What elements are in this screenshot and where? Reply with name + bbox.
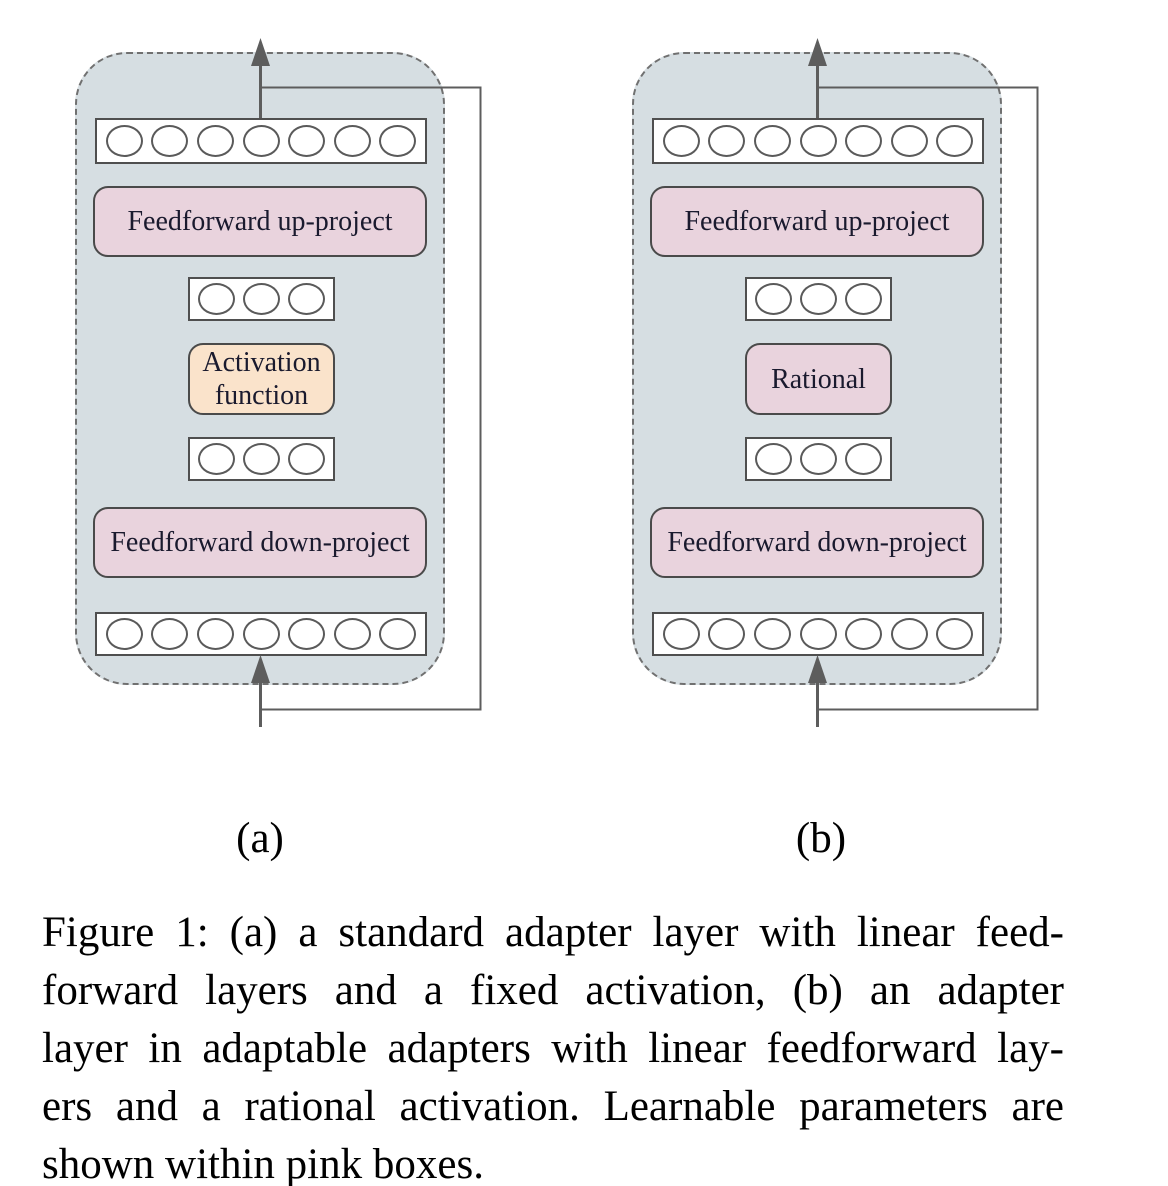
unit-circle	[890, 125, 928, 157]
unit-circle	[151, 618, 189, 650]
unit-circle	[288, 125, 326, 157]
unit-circle	[333, 125, 371, 157]
unit-circle	[708, 125, 746, 157]
unit-circle	[379, 125, 417, 157]
hidden-vector-row	[188, 437, 335, 481]
unit-circle	[845, 283, 882, 315]
activation-function-label-line2: function	[214, 380, 309, 411]
activation-function-box: Activation function	[188, 343, 335, 415]
unit-circle	[936, 618, 974, 650]
caption-line: shown within pink boxes.	[42, 1141, 484, 1186]
feedforward-up-project-box: Feedforward up-project	[650, 186, 984, 257]
unit-circle	[799, 125, 837, 157]
subfigure-label-b: (b)	[795, 815, 847, 862]
unit-circle	[800, 443, 837, 475]
unit-circle	[753, 125, 791, 157]
input-vector-row	[95, 612, 427, 656]
unit-circle	[936, 125, 974, 157]
unit-circle	[105, 618, 143, 650]
unit-circle	[198, 283, 235, 315]
unit-circle	[755, 443, 792, 475]
unit-circle	[753, 618, 791, 650]
rational-activation-label: Rational	[771, 363, 866, 395]
unit-circle	[196, 618, 234, 650]
feedforward-up-project-label: Feedforward up-project	[127, 205, 393, 237]
output-vector-row	[95, 118, 427, 164]
unit-circle	[288, 443, 325, 475]
caption-line: layer in adaptable adapters with linear …	[42, 1025, 1064, 1072]
unit-circle	[242, 125, 280, 157]
unit-circle	[890, 618, 928, 650]
feedforward-up-project-label: Feedforward up-project	[684, 205, 950, 237]
unit-circle	[288, 618, 326, 650]
adapter-figure: Feedforward up-project Activation functi…	[75, 38, 1039, 862]
unit-circle	[151, 125, 189, 157]
unit-circle	[288, 283, 325, 315]
adapter-container-b: Feedforward up-project Rational Feedforw…	[632, 52, 1002, 685]
unit-circle	[243, 283, 280, 315]
activation-function-label-line1: Activation	[202, 347, 321, 378]
input-vector-row	[652, 612, 984, 656]
unit-circle	[105, 125, 143, 157]
unit-circle	[845, 618, 883, 650]
feedforward-up-project-box: Feedforward up-project	[93, 186, 427, 257]
subfigure-label-a: (a)	[236, 815, 284, 862]
caption-line: forward layers and a fixed activation, (…	[42, 967, 1064, 1014]
feedforward-down-project-label: Feedforward down-project	[667, 526, 967, 558]
unit-circle	[708, 618, 746, 650]
unit-circle	[662, 618, 700, 650]
feedforward-down-project-label: Feedforward down-project	[110, 526, 410, 558]
output-vector-row	[652, 118, 984, 164]
adapter-container-a: Feedforward up-project Activation functi…	[75, 52, 445, 685]
feedforward-down-project-box: Feedforward down-project	[93, 507, 427, 578]
unit-circle	[662, 125, 700, 157]
caption-line: Figure 1: (a) a standard adapter layer w…	[42, 909, 1064, 956]
unit-circle	[198, 443, 235, 475]
hidden-vector-row	[188, 277, 335, 321]
hidden-vector-row	[745, 277, 892, 321]
unit-circle	[845, 125, 883, 157]
figure-caption: Figure 1: (a) a standard adapter layer w…	[42, 904, 1064, 1186]
unit-circle	[755, 283, 792, 315]
rational-activation-box: Rational	[745, 343, 892, 415]
unit-circle	[242, 618, 280, 650]
unit-circle	[196, 125, 234, 157]
feedforward-down-project-box: Feedforward down-project	[650, 507, 984, 578]
unit-circle	[243, 443, 280, 475]
unit-circle	[333, 618, 371, 650]
caption-line: ers and a rational activation. Learnable…	[42, 1083, 1064, 1130]
unit-circle	[800, 283, 837, 315]
unit-circle	[379, 618, 417, 650]
unit-circle	[799, 618, 837, 650]
unit-circle	[845, 443, 882, 475]
hidden-vector-row	[745, 437, 892, 481]
